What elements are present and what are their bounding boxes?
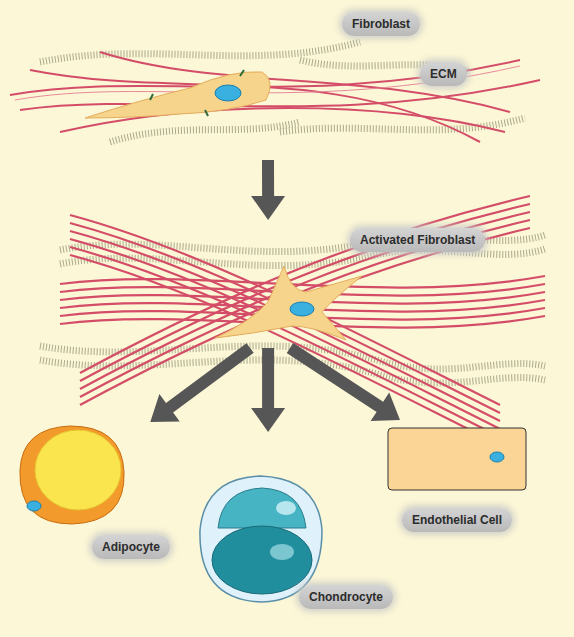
differentiation-arrow bbox=[251, 160, 285, 220]
region-label: ECM bbox=[420, 62, 467, 86]
cell-label: Chondrocyte bbox=[299, 585, 393, 609]
endothelial-cell bbox=[388, 428, 526, 490]
dense-collagen-fibers bbox=[60, 196, 545, 445]
cell-node: Adipocyte bbox=[12, 422, 187, 562]
fibroblast-cell bbox=[85, 70, 270, 118]
adipocyte-cell bbox=[20, 426, 124, 524]
chondrocyte-cell bbox=[200, 476, 322, 602]
cell-node: Activated Fibroblast bbox=[200, 220, 500, 348]
differentiation-arrow bbox=[150, 343, 253, 422]
cell-label: Adipocyte bbox=[92, 535, 170, 559]
cell-node: Fibroblast bbox=[90, 8, 446, 160]
cell-label: Activated Fibroblast bbox=[350, 228, 485, 252]
activated-fibroblast-cell bbox=[215, 266, 362, 340]
collagen-fibers bbox=[10, 52, 540, 142]
differentiation-arrow bbox=[287, 343, 400, 421]
dense-ecm-strands bbox=[40, 235, 545, 383]
cell-node: Chondrocyte bbox=[185, 432, 380, 627]
cell-label: Fibroblast bbox=[342, 12, 420, 36]
differentiation-arrow bbox=[251, 348, 285, 432]
cell-label: Endothelial Cell bbox=[402, 508, 512, 532]
cell-node: Endothelial Cell bbox=[382, 420, 532, 540]
